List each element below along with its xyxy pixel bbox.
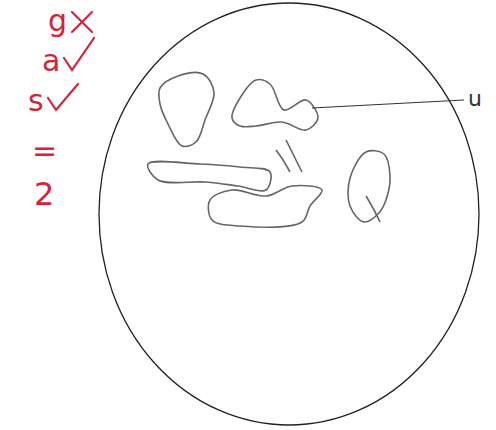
pencil-stroke — [286, 140, 302, 172]
cross-mark — [72, 12, 92, 32]
cell-outlines — [148, 73, 390, 228]
cell-outline — [148, 161, 271, 191]
pencil-stroke — [366, 196, 380, 222]
cell-outline — [159, 73, 214, 147]
cross-mark — [72, 12, 92, 32]
tick-mark — [64, 38, 94, 70]
mark-letter: g — [48, 6, 67, 36]
cell-outline — [348, 151, 390, 222]
mark-equals: = — [32, 136, 57, 166]
cell-outline — [232, 80, 318, 131]
tick-mark — [48, 84, 78, 110]
field-of-view-circle — [99, 3, 479, 425]
mark-letter: s — [28, 86, 44, 116]
cell-outline — [208, 186, 322, 228]
pencil-stroke — [276, 150, 290, 172]
mark-letter: a — [42, 46, 60, 76]
part-label: u — [468, 88, 482, 110]
mark-total: 2 — [34, 178, 54, 210]
leader-line — [312, 100, 464, 108]
